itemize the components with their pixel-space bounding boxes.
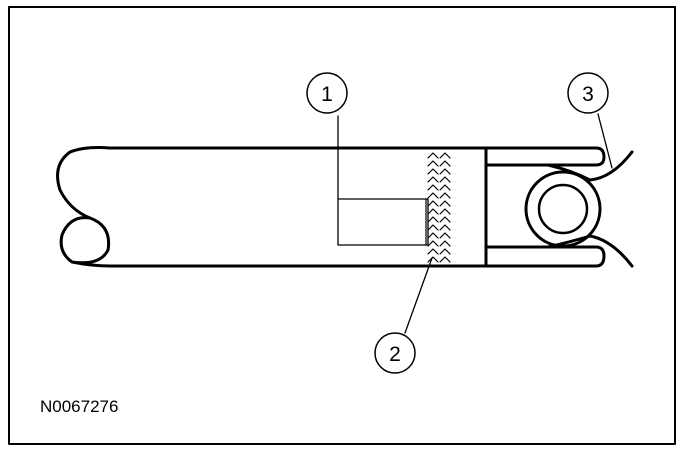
serration-tooth <box>427 184 439 191</box>
serration-tooth <box>427 152 439 159</box>
serration-tooth <box>439 192 451 199</box>
callout-1: 1 <box>306 72 348 200</box>
serration-tooth <box>427 168 439 175</box>
serration-tooth <box>439 216 451 223</box>
strap-body <box>56 146 606 268</box>
serration-tooth <box>439 160 451 167</box>
serration-tooth <box>427 192 439 199</box>
serration-tooth <box>439 248 451 255</box>
serration-tooth <box>439 256 451 263</box>
callout-2: 2 <box>374 257 433 374</box>
serration-tooth <box>427 176 439 183</box>
callout-1-label: 1 <box>321 83 333 106</box>
serration-tooth <box>427 200 439 207</box>
spring-clip <box>484 150 634 268</box>
clip-ring-outer <box>524 170 602 248</box>
serration-tooth <box>439 208 451 215</box>
serration-tooth <box>427 248 439 255</box>
callout-3-label: 3 <box>582 83 594 106</box>
label-patch <box>337 198 429 246</box>
serration-tooth <box>439 240 451 247</box>
serration-tooth <box>439 184 451 191</box>
serration-tooth <box>439 176 451 183</box>
serration-tooth <box>427 160 439 167</box>
serration-tooth <box>427 232 439 239</box>
callout-3: 3 <box>567 72 613 169</box>
serration-tooth <box>427 224 439 231</box>
serration-tooth <box>439 224 451 231</box>
reference-code: N0067276 <box>40 397 118 416</box>
callout-2-label: 2 <box>389 343 401 366</box>
serration-tooth <box>439 200 451 207</box>
serration-tooth <box>439 168 451 175</box>
serration-tooth <box>427 256 439 263</box>
serration-tooth <box>439 152 451 159</box>
figure-border <box>8 6 676 445</box>
serration-tooth <box>427 208 439 215</box>
serration-tooth <box>427 216 439 223</box>
serrated-strip <box>427 152 451 263</box>
serration-tooth <box>439 232 451 239</box>
clip-ring-inner <box>537 183 589 235</box>
serration-tooth <box>427 240 439 247</box>
